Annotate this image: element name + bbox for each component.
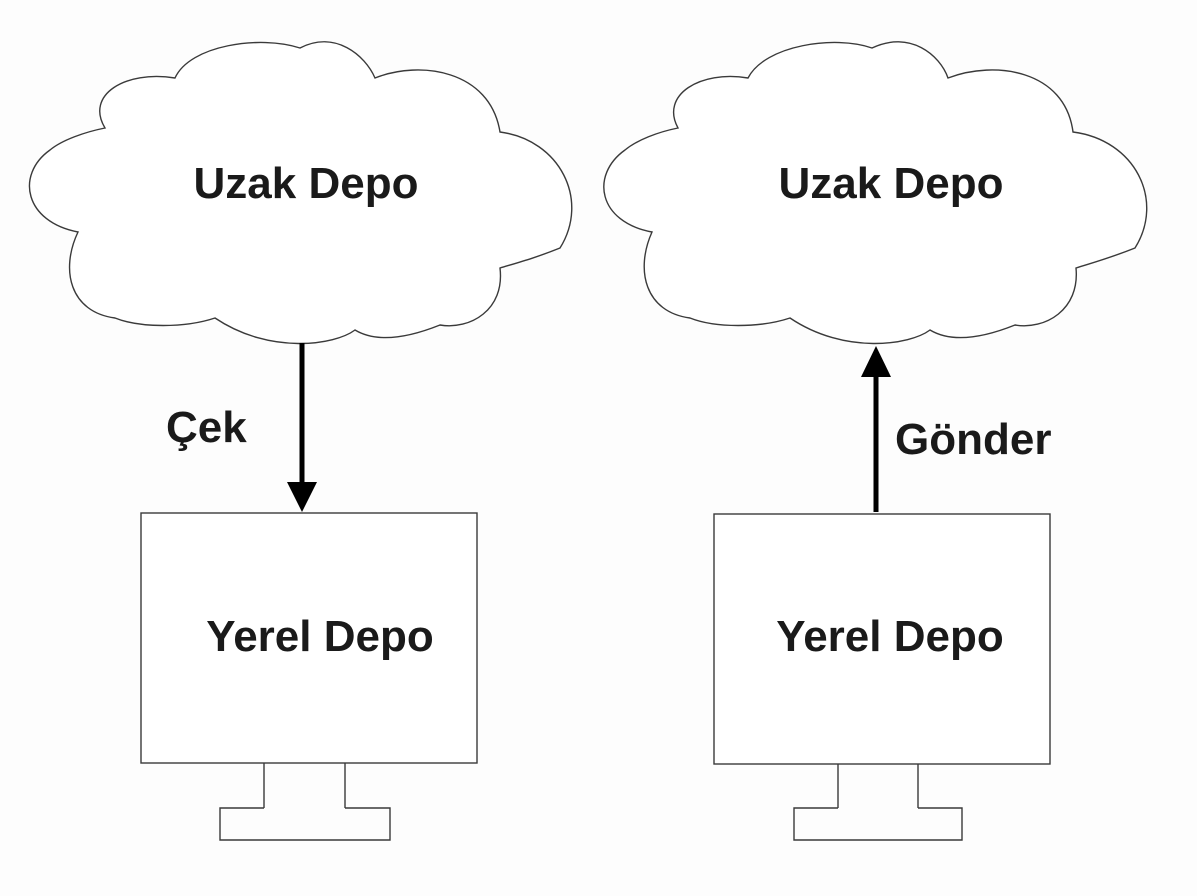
- arrow-up-icon: [861, 346, 891, 377]
- monitor-stand: [263, 763, 346, 808]
- pull-arrow: [287, 343, 317, 512]
- remote-repo-cloud-right: Uzak Depo: [603, 41, 1148, 345]
- remote-repo-label-right: Uzak Depo: [779, 159, 1004, 208]
- monitor-stand: [837, 764, 919, 808]
- remote-repo-label-left: Uzak Depo: [194, 159, 419, 208]
- left-panel: Uzak Depo Çek Yerel Depo: [28, 41, 573, 841]
- local-repo-label-left: Yerel Depo: [206, 612, 433, 661]
- push-arrow: [861, 346, 891, 512]
- monitor-base-outline: [219, 807, 391, 841]
- monitor-icon: [140, 512, 478, 764]
- local-repo-label-right: Yerel Depo: [776, 612, 1003, 661]
- pull-label: Çek: [166, 403, 247, 452]
- cloud-icon: [28, 41, 573, 345]
- local-repo-monitor-right: Yerel Depo: [713, 513, 1051, 841]
- remote-repo-cloud-left: Uzak Depo: [28, 41, 573, 345]
- push-label: Gönder: [895, 415, 1051, 464]
- monitor-icon: [713, 513, 1051, 765]
- arrow-down-icon: [287, 482, 317, 512]
- cloud-icon: [603, 41, 1148, 345]
- right-panel: Uzak Depo Gönder Yerel Depo: [603, 41, 1148, 841]
- monitor-base-outline: [793, 807, 963, 841]
- local-repo-monitor-left: Yerel Depo: [140, 512, 478, 841]
